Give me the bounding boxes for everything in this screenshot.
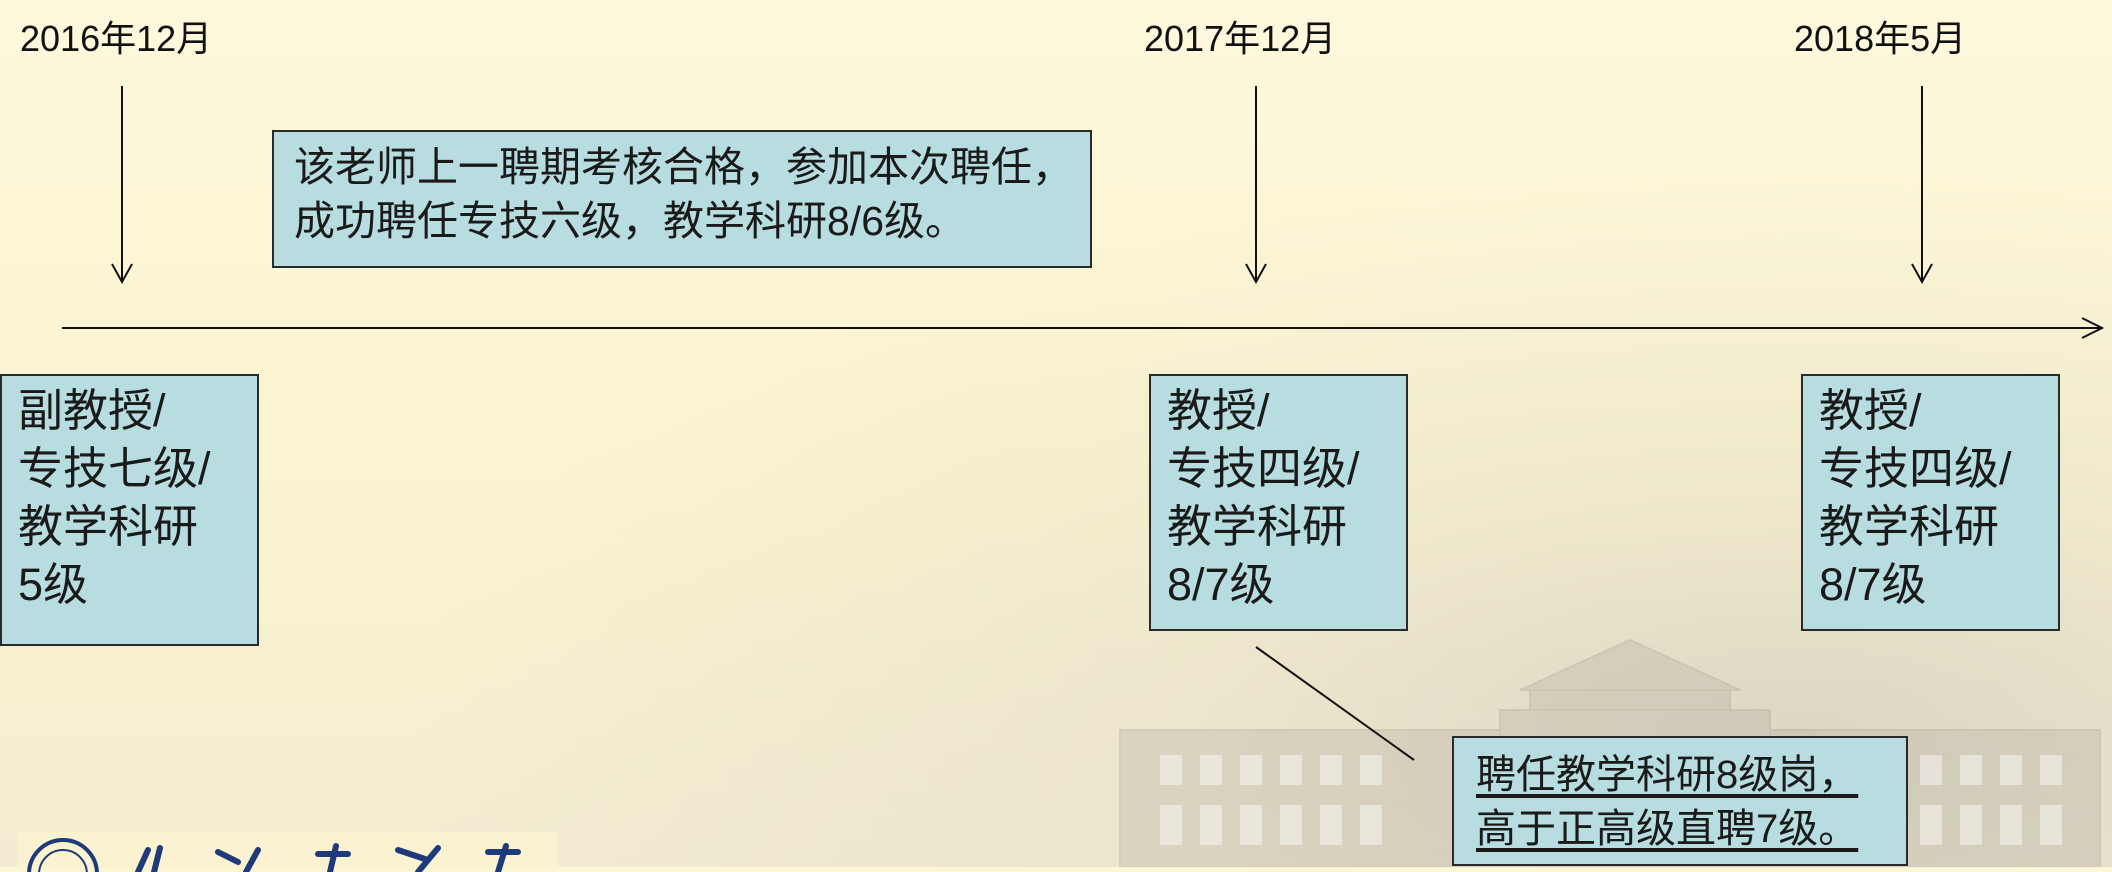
position-box-2018-5: 教授/ 专技四级/ 教学科研 8/7级 (1801, 374, 2060, 631)
note-connector-line (1255, 646, 1415, 761)
position-title: 副教授/ (18, 385, 166, 436)
date-label-2017-12: 2017年12月 (1144, 18, 1337, 59)
position-box-2017-12: 教授/ 专技四级/ 教学科研 8/7级 (1149, 374, 1408, 631)
date-label-2018-5: 2018年5月 (1794, 18, 1967, 59)
position-grade: 专技七级/ (18, 443, 211, 494)
position-title: 教授/ (1819, 385, 1922, 436)
position-research-label: 教学科研 (1819, 501, 2000, 552)
note-line-2: 高于正高级直聘7级。 (1476, 807, 1859, 851)
arrowhead-2018-5 (1911, 263, 1933, 285)
description-line-2: 成功聘任专技六级，教学科研8/6级。 (294, 198, 966, 244)
date-label-2016-12: 2016年12月 (20, 18, 213, 59)
description-box: 该老师上一聘期考核合格，参加本次聘任， 成功聘任专技六级，教学科研8/6级。 (272, 130, 1092, 268)
position-research-label: 教学科研 (1167, 501, 1348, 552)
description-line-1: 该老师上一聘期考核合格，参加本次聘任， (294, 144, 1073, 190)
position-box-2016-12: 副教授/ 专技七级/ 教学科研 5级 (0, 374, 259, 646)
position-research-level: 5级 (18, 559, 89, 610)
position-research-label: 教学科研 (18, 501, 199, 552)
position-grade: 专技四级/ (1167, 443, 1360, 494)
note-box: 聘任教学科研8级岗， 高于正高级直聘7级。 (1452, 736, 1908, 866)
university-logo (18, 832, 558, 872)
position-title: 教授/ (1167, 385, 1270, 436)
arrowhead-2017-12 (1245, 263, 1267, 285)
note-line-1: 聘任教学科研8级岗， (1476, 753, 1859, 797)
position-research-level: 8/7级 (1819, 559, 1927, 610)
position-grade: 专技四级/ (1819, 443, 2012, 494)
timeline-arrowhead (2081, 317, 2105, 339)
arrowhead-2016-12 (111, 263, 133, 285)
position-research-level: 8/7级 (1167, 559, 1275, 610)
